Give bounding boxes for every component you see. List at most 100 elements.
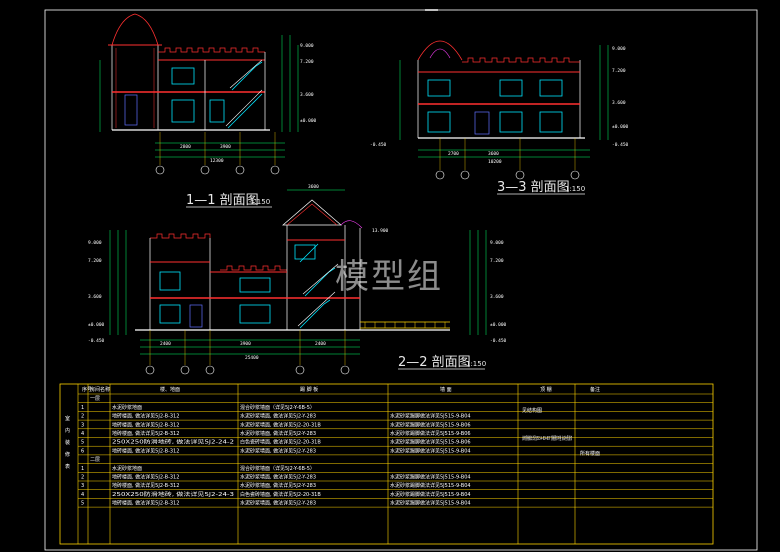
axis-lines xyxy=(149,330,346,365)
level-label: 3.600 xyxy=(612,100,626,106)
dim-lines-right xyxy=(599,45,609,140)
door xyxy=(189,304,203,328)
dim-label: 3900 xyxy=(240,341,251,347)
side-label-char: 修 xyxy=(65,451,70,458)
dim-label: 2400 xyxy=(315,341,326,347)
level-label: 3.600 xyxy=(88,294,102,300)
floor-finish: 地砖楼面, 做法详见5J2-B-312 xyxy=(112,474,179,481)
wall-finish: 水泥砂浆踢脚做法详见5J515-9-B06 xyxy=(390,421,471,428)
header-cell: 备注 xyxy=(590,386,600,393)
header-cell: 序号 xyxy=(82,386,92,393)
door xyxy=(124,94,138,126)
baseboard-finish: 水泥砂浆墙面, 做法详见5J2-20-31B xyxy=(240,421,321,428)
dim-lines-bottom xyxy=(140,339,360,355)
watermark: 模型组 xyxy=(335,257,443,297)
level-label: -0.450 xyxy=(88,338,105,344)
floor-finish: 250X250防滑地砖, 做法详见5J2-24-2 xyxy=(112,439,234,446)
level-label: 7.200 xyxy=(300,59,314,65)
baseboard-finish: 混合砂浆墙面（详见5J2-Y-6B-5） xyxy=(240,404,315,411)
dim-lines-bottom xyxy=(155,142,285,158)
eave-curve xyxy=(340,220,363,229)
stair-rails xyxy=(225,59,263,127)
header-cell: 顶 棚 xyxy=(540,386,552,393)
terrace-balusters xyxy=(364,322,446,328)
parapet-2-2-mid xyxy=(220,265,287,271)
stair-run-2 xyxy=(231,61,263,91)
section-title: 1—1 剖面图 xyxy=(186,193,259,208)
remark: 所有楼面 xyxy=(580,450,600,457)
section-row-label: 二层 xyxy=(90,457,100,463)
dome-3-3 xyxy=(417,40,463,61)
walls-2-2 xyxy=(149,225,361,330)
dim-lines-bottom xyxy=(418,149,590,158)
dim-label: 2400 xyxy=(160,341,171,347)
wall-finish: 水泥砂浆踢脚做法详见5J515-9-B06 xyxy=(390,439,471,446)
wall-finish: 水泥砂浆踢脚做法详见5J515-9-B04 xyxy=(390,413,471,420)
row-number: 3 xyxy=(81,422,84,428)
floor-finish: 地砖楼面, 做法详见5J2-B-312 xyxy=(112,447,179,454)
section-title: 3—3 剖面图 xyxy=(497,180,570,195)
dim-label: 2800 xyxy=(180,144,191,150)
window xyxy=(171,99,195,123)
dim-label: 3600 xyxy=(308,184,319,190)
stair-run-1 xyxy=(299,299,331,329)
level-label: 13.900 xyxy=(372,228,389,234)
axis-bubbles-1-1 xyxy=(155,165,280,175)
axis-lines xyxy=(439,138,576,170)
dim-label: 12300 xyxy=(210,158,224,164)
header-cell: 墙 面 xyxy=(440,386,452,393)
section-row-label: 一层 xyxy=(90,396,100,402)
walls-3-3 xyxy=(417,60,581,138)
level-label: ±0.000 xyxy=(490,322,507,328)
window xyxy=(427,79,451,97)
baseboard-finish: 水泥砂浆墙面, 做法详见5J2-Y-283 xyxy=(240,474,316,481)
row-number: 4 xyxy=(81,492,84,498)
stair-run-2 xyxy=(304,267,336,297)
baseboard-finish: 混合砂浆墙面（详见5J2-Y-6B-5） xyxy=(240,465,315,472)
gable-inner xyxy=(286,203,338,226)
sheet-frame xyxy=(44,9,758,551)
window xyxy=(539,79,563,97)
level-label: 9.000 xyxy=(490,240,504,246)
row-number: 3 xyxy=(81,483,84,489)
baseboard-finish: 水泥砂浆墙面, 做法详见5J2-Y-283 xyxy=(240,500,316,507)
wall-finish: 水泥砂浆踢脚做法详见5J515-9-B04 xyxy=(390,482,471,489)
row-number: 5 xyxy=(81,501,84,507)
level-label: ±0.000 xyxy=(88,322,105,328)
level-label: -0.450 xyxy=(490,338,507,344)
ceiling-note: 见结构图 xyxy=(522,407,542,414)
window xyxy=(209,99,225,123)
row-number: 4 xyxy=(81,431,84,437)
level-label: ±0.000 xyxy=(612,124,629,130)
level-label: 7.200 xyxy=(490,258,504,264)
walls-1-1 xyxy=(204,52,266,130)
wall-finish: 水泥砂浆踢脚做法详见5J515-9-B04 xyxy=(390,474,471,481)
parapet-3-3 xyxy=(462,57,580,63)
level-label: 7.200 xyxy=(88,258,102,264)
row-number: 1 xyxy=(81,466,84,472)
wall-finish: 水泥砂浆踢脚做法详见5J515-9-B04 xyxy=(390,500,471,507)
dim-label: 10200 xyxy=(488,159,502,165)
section-title: 2—2 剖面图 xyxy=(398,355,471,370)
window xyxy=(539,111,563,133)
window xyxy=(499,111,523,133)
level-label: -0.450 xyxy=(612,142,629,148)
parapet-crenels xyxy=(158,47,265,53)
row-number: 2 xyxy=(81,414,84,420)
baseboard-finish: 水泥砂浆墙面, 做法详见5J2-Y-283 xyxy=(240,447,316,454)
window xyxy=(427,111,451,133)
axis-lines xyxy=(159,132,276,165)
header-cell: 踢 脚 板 xyxy=(300,386,318,393)
dim-label: 25400 xyxy=(245,355,259,361)
level-label: ±0.000 xyxy=(300,118,317,124)
floor-finish: 250X250防滑地砖, 做法详见5J2-24-3 xyxy=(112,491,234,498)
floor-finish: 地砖楼面, 做法详见5J2-B-312 xyxy=(112,500,179,507)
baseboard-finish: 水泥砂浆墙面, 做法详见5J2-Y-283 xyxy=(240,413,316,420)
dim-label: 3900 xyxy=(220,144,231,150)
parapet-2-2-left xyxy=(150,233,211,239)
axis-bubbles-2-2 xyxy=(145,365,350,375)
window xyxy=(239,304,271,324)
row-number: 2 xyxy=(81,475,84,481)
